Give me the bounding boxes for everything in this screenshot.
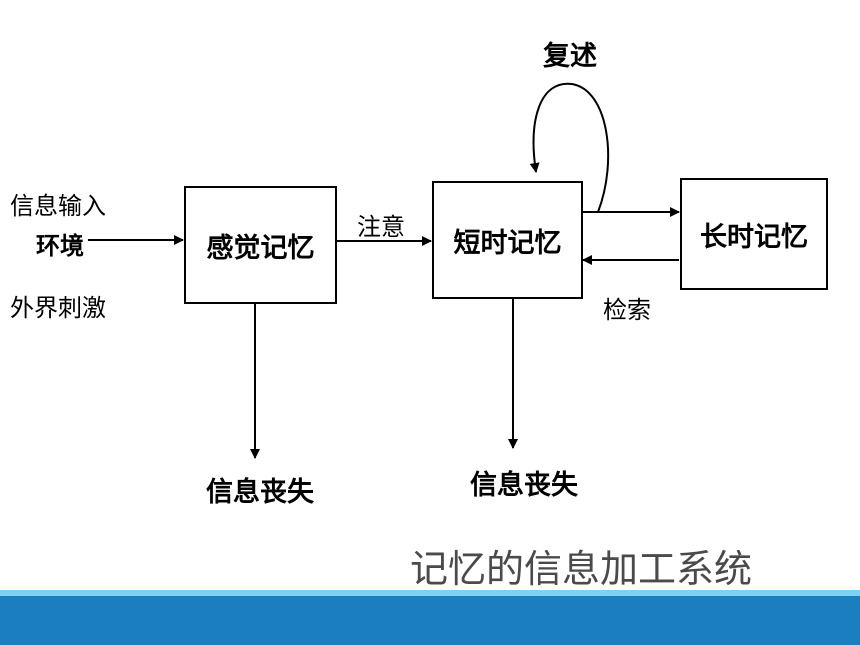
long-term-memory-label: 长时记忆	[700, 221, 808, 253]
rehearsal-label: 复述	[543, 41, 597, 72]
sensory-memory-label: 感觉记忆	[206, 232, 315, 264]
short-term-memory-label: 短时记忆	[453, 227, 562, 259]
diagram-caption: 记忆的信息加工系统	[410, 547, 753, 591]
external-stimulus-label: 外界刺激	[10, 294, 106, 322]
environment-label: 环境	[36, 232, 84, 260]
attention-label: 注意	[357, 213, 405, 241]
footer-band-dark	[0, 596, 860, 645]
sensory-memory-box: 感觉记忆	[184, 186, 337, 304]
rehearsal-loop-arrow	[529, 82, 610, 213]
retrieval-label: 检索	[603, 296, 651, 324]
short-term-memory-box: 短时记忆	[432, 181, 583, 299]
info-input-label: 信息输入	[10, 192, 106, 220]
footer-band-light	[0, 590, 860, 596]
info-loss-short-term-label: 信息丧失	[470, 470, 578, 501]
info-loss-sensory-label: 信息丧失	[206, 477, 314, 508]
long-term-memory-box: 长时记忆	[680, 178, 828, 290]
